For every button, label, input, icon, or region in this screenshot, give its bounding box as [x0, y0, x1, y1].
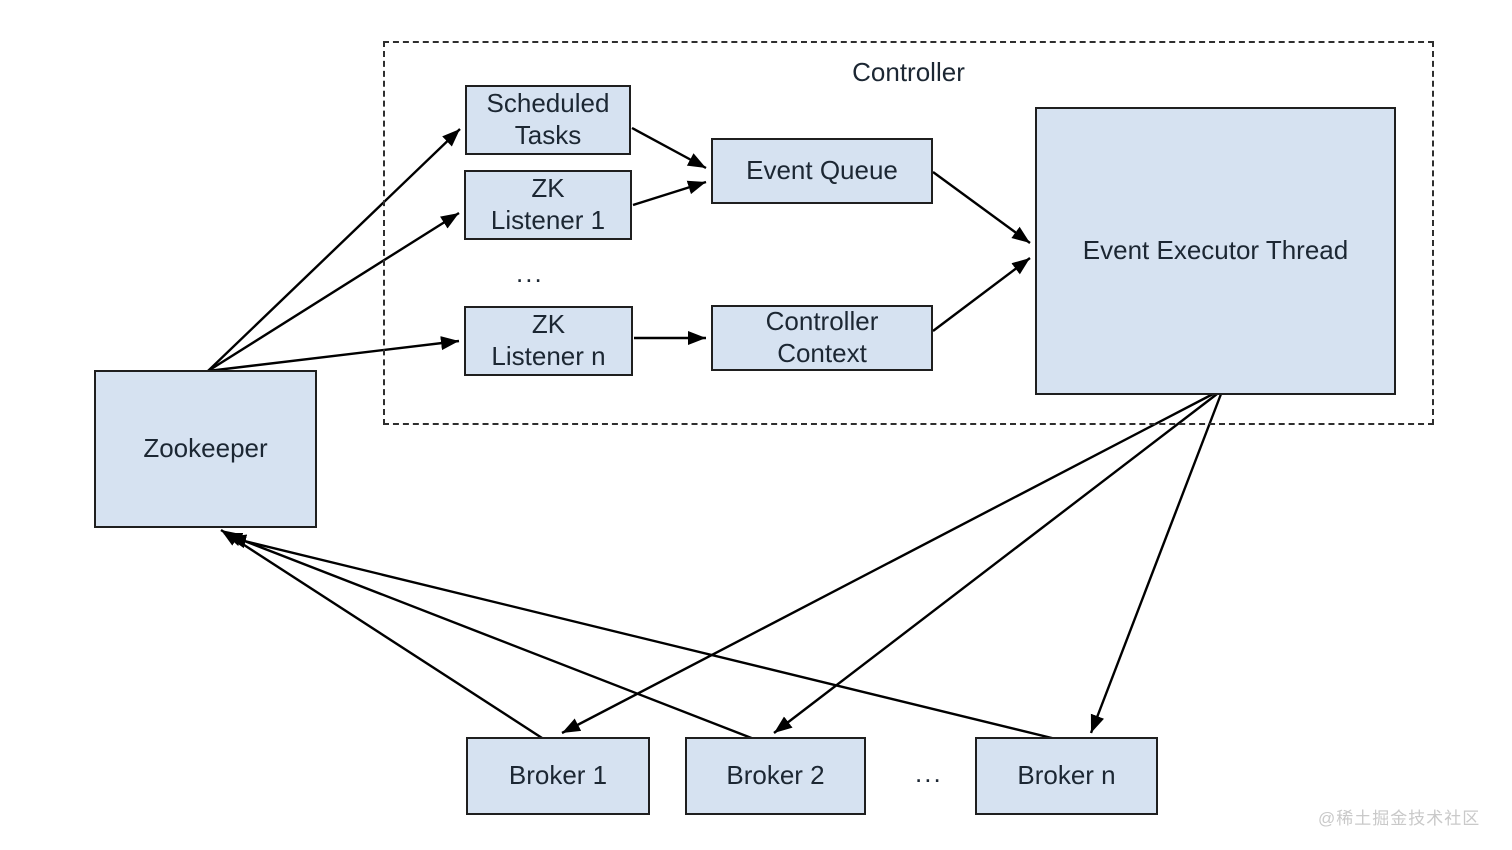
arrow-broker-1-to-zookeeper [220, 528, 543, 740]
arrow-scheduled-tasks-to-event-queue [631, 126, 707, 170]
arrow-zk-listener-1-to-event-queue [632, 180, 707, 207]
node-controller-context: Controller Context [711, 305, 933, 371]
node-zk-listener-n: ZK Listener n [464, 306, 633, 376]
node-broker-1: Broker 1 [466, 737, 650, 815]
node-broker-2: Broker 2 [685, 737, 866, 815]
arrow-zookeeper-to-zk-listener-n [207, 336, 460, 373]
arrow-zookeeper-to-scheduled-tasks [207, 128, 461, 372]
node-zookeeper: Zookeeper [94, 370, 317, 528]
arrow-broker-n-to-zookeeper [227, 534, 1061, 742]
controller-group-box: Controller [383, 41, 1434, 425]
node-broker-n: Broker n [975, 737, 1158, 815]
arrow-event-queue-to-event-executor [932, 171, 1031, 244]
controller-group-label: Controller [852, 57, 965, 87]
node-event-executor-thread: Event Executor Thread [1035, 107, 1396, 395]
arrow-event-executor-to-broker-1 [561, 392, 1214, 735]
arrow-controller-context-to-event-executor [932, 257, 1031, 332]
arrow-event-executor-to-broker-2 [773, 393, 1218, 734]
arrow-zookeeper-to-zk-listener-1 [207, 211, 460, 373]
node-scheduled-tasks: Scheduled Tasks [465, 85, 631, 155]
brokers-ellipsis: ... [915, 758, 943, 788]
watermark-text: @稀土掘金技术社区 [1318, 809, 1481, 828]
arrow-event-executor-to-broker-n [1089, 393, 1223, 734]
listeners-ellipsis: ... [516, 258, 544, 288]
node-zk-listener-1: ZK Listener 1 [464, 170, 632, 240]
arrow-broker-2-to-zookeeper [223, 531, 755, 741]
node-event-queue: Event Queue [711, 138, 933, 204]
